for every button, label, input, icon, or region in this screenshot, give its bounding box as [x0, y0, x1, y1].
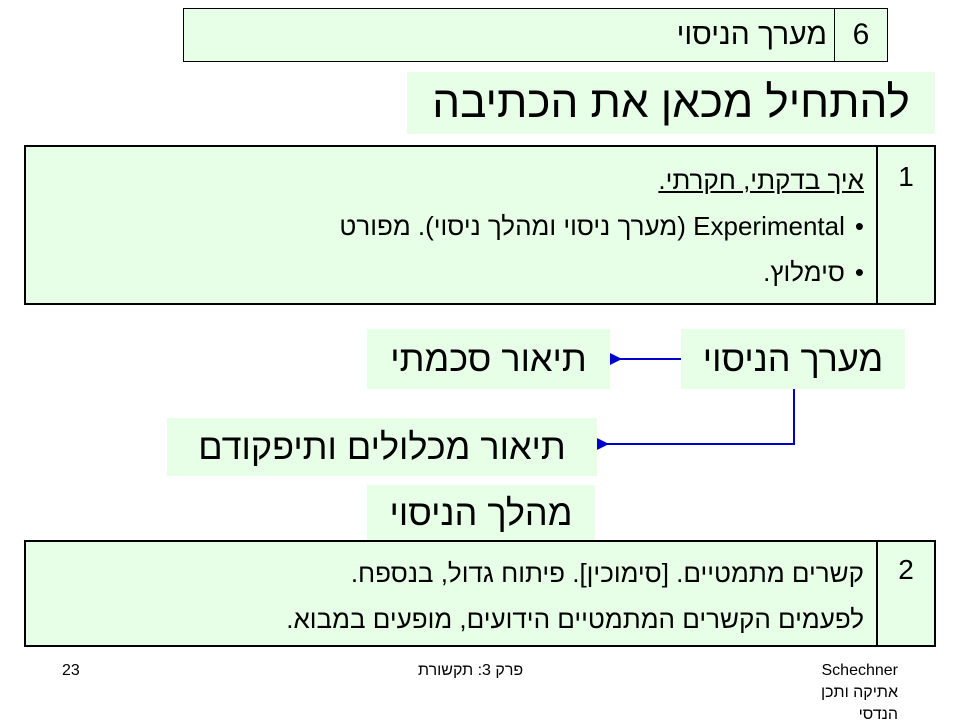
bullet-text: סימלוץ. — [763, 257, 845, 287]
footer-chapter: פרק 3: תקשורת — [418, 662, 524, 679]
step-1-bullet: • Experimental (מערך ניסוי ומהלך ניסוי).… — [104, 203, 864, 249]
step-2-number: 2 — [876, 542, 934, 645]
bullet-icon: • — [854, 257, 864, 287]
step-2-content: קשרים מתמטיים. [סימוכין]. פיתוח גדול, בנ… — [74, 550, 864, 642]
section-title: מערך הניסוי — [676, 18, 827, 51]
step-2-line: קשרים מתמטיים. [סימוכין]. פיתוח גדול, בנ… — [350, 558, 864, 588]
step-2-table: 2 קשרים מתמטיים. [סימוכין]. פיתוח גדול, … — [24, 540, 936, 647]
start-writing-heading: להתחיל מכאן את הכתיבה — [407, 72, 935, 134]
step-1-number: 1 — [876, 147, 934, 303]
section-number: 6 — [834, 9, 887, 61]
step-1-bullet: • סימלוץ. — [104, 249, 864, 295]
arrow-setup-to-components — [589, 389, 795, 454]
diagram-node-components: תיאור מכלולים ותיפקודם — [167, 418, 597, 476]
step-1-table: 1 איך בדקתי, חקרתי. • Experimental (מערך… — [24, 145, 936, 305]
step-2-line: לפעמים הקשרים המתמטיים הידועים, מופעים ב… — [286, 604, 864, 634]
step-1-heading: איך בדקתי, חקרתי. — [658, 165, 864, 195]
diagram-node-procedure: מהלך הניסוי — [367, 485, 595, 541]
step-1-content: איך בדקתי, חקרתי. • Experimental (מערך נ… — [104, 157, 864, 295]
bullet-icon: • — [854, 211, 864, 241]
footer-author: Schechner אתיקה ותכן הנדסי — [820, 662, 898, 723]
diagram-node-schematic: תיאור סכמתי — [367, 329, 610, 389]
bullet-text: Experimental (מערך ניסוי ומהלך ניסוי). מ… — [339, 211, 845, 241]
diagram-node-setup: מערך הניסוי — [681, 329, 905, 389]
section-header-table: 6 מערך הניסוי — [183, 8, 888, 62]
footer-page-number: 23 — [62, 662, 80, 679]
